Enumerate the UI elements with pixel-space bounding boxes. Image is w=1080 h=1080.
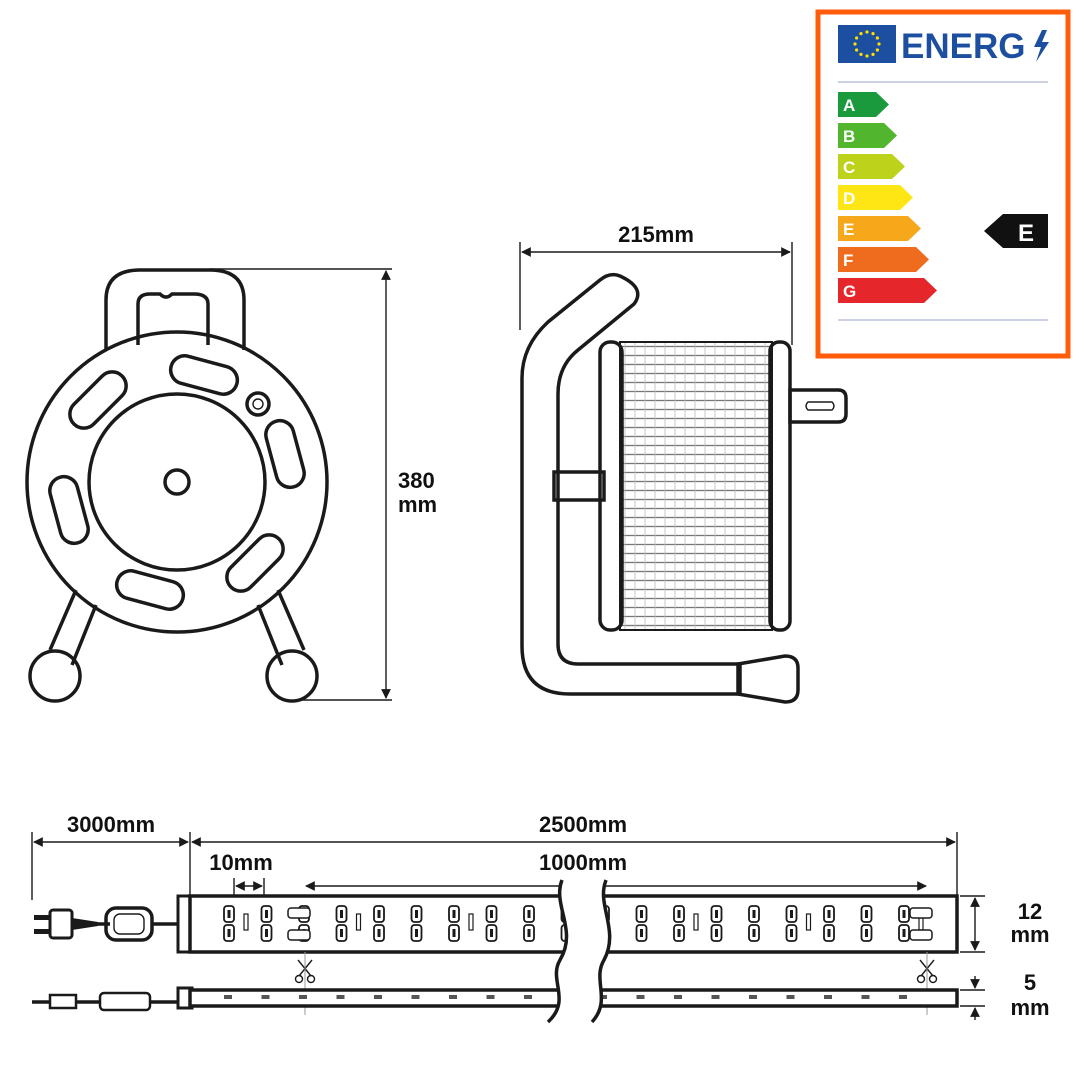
eu-star <box>855 48 859 52</box>
eu-star <box>865 54 869 58</box>
strip-break-right <box>590 879 612 1024</box>
energy-class-label: A <box>843 96 855 115</box>
side-connector-box <box>98 991 152 1012</box>
energy-class-label: E <box>843 220 854 239</box>
eu-star <box>853 42 857 46</box>
reel-crank-handle <box>788 388 848 424</box>
side-led-chip <box>824 995 832 999</box>
reel-rubber-foot <box>736 654 800 704</box>
energy-class-bar-d <box>838 185 913 210</box>
side-led-chip <box>224 995 232 999</box>
reel-right-wheel <box>265 649 319 703</box>
strip-length-value: 2500mm <box>539 812 627 837</box>
energy-class-label: C <box>843 158 855 177</box>
reel-frame-brace <box>552 470 606 502</box>
resistor <box>243 913 249 931</box>
energy-class-bar-c <box>838 154 905 179</box>
resistor <box>805 913 812 931</box>
reel-disc-slots <box>48 354 306 611</box>
solder-pad <box>909 907 933 919</box>
side-led-chip <box>899 995 907 999</box>
side-led-chip <box>636 995 645 999</box>
energy-class-label: D <box>843 189 855 208</box>
energy-class-bar-e <box>838 216 921 241</box>
reel-handle-grip <box>136 292 210 345</box>
energy-class-label: B <box>843 127 855 146</box>
side-led-chip <box>449 995 457 999</box>
cable-connector-box <box>104 906 154 942</box>
solder-pad <box>287 929 311 941</box>
eu-star <box>855 36 859 40</box>
eu-star <box>859 52 863 56</box>
side-led-chip <box>524 995 532 999</box>
energy-rating-letter: E <box>1018 220 1034 247</box>
eu-star <box>871 52 875 56</box>
cut-spacing-value: 10mm <box>209 850 273 875</box>
reel-right-flange <box>768 340 792 632</box>
reel-frame-tube <box>520 272 742 696</box>
energy-class-bar-b <box>838 123 897 148</box>
energy-brand-text: ENERG <box>901 27 1025 66</box>
lightning-icon <box>1034 30 1049 62</box>
side-led-chip <box>336 995 345 999</box>
reel-left-flange <box>598 340 624 632</box>
eu-star <box>865 30 869 34</box>
reel-width-value: 215mm <box>618 222 694 247</box>
side-led-chip <box>749 995 757 999</box>
led-strip-view: 3000mm 2500mm 10mm 1000mm 12 mm <box>31 812 1050 1024</box>
side-led-chip <box>299 995 307 999</box>
strip-height-unit: mm <box>1010 995 1049 1020</box>
reel-knob <box>245 391 271 417</box>
eu-star <box>875 48 879 52</box>
resistor <box>693 913 699 931</box>
reel-outer-disc <box>25 330 329 634</box>
solder-pad <box>287 907 311 919</box>
reel-height-value: 380 <box>398 468 435 493</box>
cable-length-value: 3000mm <box>67 812 155 837</box>
eu-star <box>875 36 879 40</box>
energy-class-label: F <box>843 251 853 270</box>
eu-star <box>871 32 875 36</box>
segment-length-value: 1000mm <box>539 850 627 875</box>
reel-left-leg <box>48 589 98 666</box>
eu-star <box>877 42 881 46</box>
plug-icon <box>34 908 98 940</box>
reel-left-wheel <box>28 649 82 703</box>
solder-pad <box>909 929 933 941</box>
reel-cable-coil <box>619 341 773 631</box>
strip-height-value: 5 <box>1024 970 1036 995</box>
side-led-chip <box>674 995 682 999</box>
strip-width-value: 12 <box>1018 899 1042 924</box>
reel-axle-hole <box>163 468 191 496</box>
resistor <box>468 913 474 931</box>
reel-handle <box>104 268 246 350</box>
strip-width-unit: mm <box>1010 922 1049 947</box>
resistor <box>355 913 362 931</box>
side-led-chip <box>861 995 870 999</box>
side-led-chip <box>411 995 420 999</box>
side-led-chip <box>786 995 795 999</box>
eu-star <box>859 32 863 36</box>
side-plug-body <box>48 993 78 1010</box>
strip-break-left <box>546 879 569 1024</box>
reel-height-unit: mm <box>398 492 437 517</box>
eu-flag-stars <box>853 30 881 58</box>
energy-rating-arrow <box>984 214 1048 248</box>
side-led-chip <box>261 995 270 999</box>
reel-front-view: 380 mm <box>25 268 437 703</box>
energy-class-label: G <box>843 282 856 301</box>
side-led-chip <box>486 995 495 999</box>
energy-class-bar-g <box>838 278 937 303</box>
side-led-chip <box>711 995 720 999</box>
reel-side-view: 215mm <box>519 222 848 704</box>
energy-class-bar-f <box>838 247 929 272</box>
energy-class-bar-a <box>838 92 889 117</box>
side-led-chip <box>374 995 382 999</box>
reel-inner-drum <box>87 392 267 572</box>
